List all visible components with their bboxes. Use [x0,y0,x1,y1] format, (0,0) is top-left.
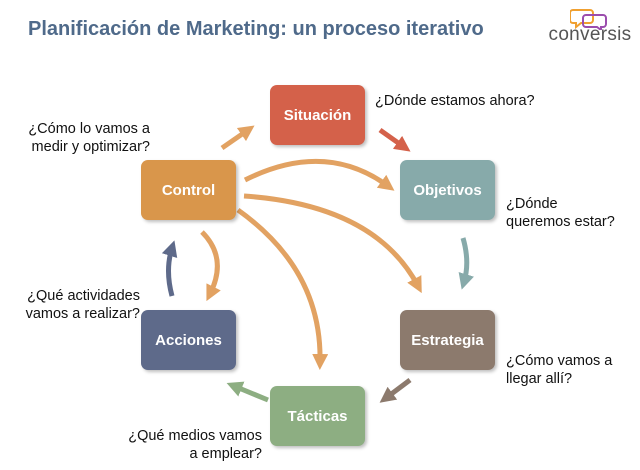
question-estrategia-line-2: llegar allí? [506,371,573,387]
arrow-control-to-estrategia [243,193,422,294]
arrow-estrategia-to-tacticas [379,378,412,403]
question-control: ¿Cómo lo vamos a medir y optimizar? [8,120,150,156]
node-estrategia: Estrategia [400,310,495,370]
speech-bubbles-icon [570,9,607,30]
arrow-control-to-tacticas [236,207,329,370]
arrow-acciones-to-control [161,240,178,297]
question-tacticas-line-2: a emplear? [189,446,262,462]
question-estrategia-line-1: ¿Cómo vamos a [506,353,613,369]
arrow-control-to-acciones [200,230,221,302]
arrow-control-to-situacion [220,125,255,151]
node-acciones: Acciones [141,310,236,370]
node-situacion: Situación [270,85,365,145]
question-acciones-line-1: ¿Qué actividades [27,288,140,304]
node-tacticas: Tácticas [270,386,365,446]
page-title: Planificación de Marketing: un proceso i… [28,18,484,40]
question-objetivos-line-1: ¿Dónde [506,196,558,212]
arrow-situacion-to-objetivos [378,127,411,152]
arrow-tacticas-to-acciones [226,381,269,403]
question-acciones-line-2: vamos a realizar? [25,306,140,322]
question-objetivos: ¿Dónde queremos estar? [506,195,615,231]
node-objetivos: Objetivos [400,160,495,220]
question-situacion: ¿Dónde estamos ahora? [375,93,535,109]
question-acciones: ¿Qué actividades vamos a realizar? [8,287,140,323]
question-tacticas: ¿Qué medios vamos a emplear? [104,427,262,463]
arrow-objetivos-to-estrategia [458,237,474,290]
question-control-line-2: medir y optimizar? [31,139,150,155]
node-control: Control [141,160,236,220]
question-tacticas-line-1: ¿Qué medios vamos [128,428,262,444]
logo-text: conversis [548,24,632,45]
question-estrategia: ¿Cómo vamos a llegar allí? [506,352,612,388]
conversis-logo: conversis [548,8,632,48]
question-objetivos-line-2: queremos estar? [506,214,615,230]
question-control-line-1: ¿Cómo lo vamos a [28,121,150,137]
arrow-control-to-objetivos [243,158,395,191]
